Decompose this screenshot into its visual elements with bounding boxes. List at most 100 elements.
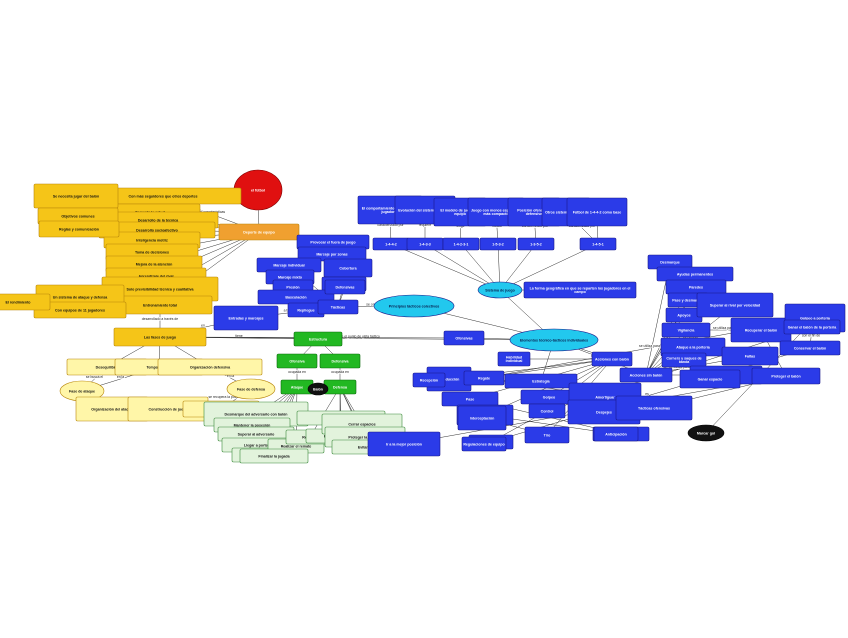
node-principios[interactable]: Principios tácticos colectivos	[373, 294, 455, 318]
node-b20[interactable]: Estrategia	[504, 373, 578, 389]
node-shape	[619, 367, 673, 383]
node-label: Faltas	[745, 354, 755, 358]
node-yl1[interactable]: Se necesita jugar del balón	[33, 183, 119, 209]
node-label: Desarrollo de la técnica	[138, 218, 179, 222]
node-estructura[interactable]: Estructura	[293, 331, 343, 347]
node-b49[interactable]: Recuperar el balón	[730, 317, 792, 343]
node-shape	[239, 448, 309, 464]
node-b37[interactable]: Acciones sin balón	[619, 367, 673, 383]
node-label: Apoyos	[677, 313, 690, 317]
node-b36[interactable]: Anticipación	[593, 426, 639, 442]
node-f2[interactable]: 1-4-3-3	[406, 237, 444, 251]
node-elementos[interactable]: Elementos técnico-tácticos individuales	[509, 328, 599, 352]
node-b46[interactable]: Faltas	[721, 346, 779, 366]
node-b30[interactable]: Recepción	[412, 372, 446, 388]
node-b43[interactable]: Vigilancia	[661, 322, 711, 338]
node-shape	[157, 358, 263, 376]
node-b28[interactable]: Tiro	[524, 426, 570, 444]
node-label: Estrategia	[532, 379, 550, 383]
node-b39[interactable]: Ayudas permanentes	[656, 266, 734, 282]
node-b7[interactable]: Fútbol de 1-4-4-2 como base	[566, 197, 628, 227]
node-f4[interactable]: 1-5-3-2	[479, 237, 517, 251]
node-label: Marcar gol	[697, 431, 715, 435]
node-shape	[524, 426, 570, 444]
node-label: 1-3-5-2	[530, 242, 542, 246]
node-shape	[696, 292, 774, 318]
link-label: en la	[227, 374, 234, 378]
node-label: Acciones sin balón	[630, 373, 663, 377]
node-balon[interactable]: Balón	[307, 382, 329, 396]
node-f6[interactable]: 1-4-5-1	[579, 237, 617, 251]
node-label: Construcción de juego	[149, 407, 189, 411]
node-label: Repliegue	[297, 308, 314, 312]
node-label: Elementos técnico-tácticos individuales	[520, 338, 588, 342]
node-defensa_g[interactable]: Defensa	[323, 379, 357, 395]
node-label: Proteger el balón	[771, 374, 800, 378]
node-tacticas[interactable]: Tácticas	[317, 299, 359, 315]
node-shape	[373, 294, 455, 318]
node-defensivas[interactable]: Defensivas	[324, 279, 366, 295]
node-shape	[479, 237, 517, 251]
node-sistema[interactable]: Sistema de juego	[477, 281, 523, 299]
node-shape	[477, 281, 523, 299]
node-b27[interactable]: Control	[528, 403, 566, 419]
node-b42[interactable]: Apoyos	[665, 307, 703, 323]
node-fase_defensa[interactable]: Fase de defensa	[226, 378, 276, 400]
node-yl3[interactable]: Reglas y comunicación	[38, 220, 120, 238]
node-b52[interactable]: Conservar el balón	[779, 340, 841, 356]
link-sistema-f6	[499, 243, 599, 291]
node-yl6[interactable]: El rendimiento	[0, 293, 51, 311]
node-label: Organización defensiva	[190, 365, 231, 369]
node-label: 1-4-2-3-1	[454, 242, 469, 246]
node-shape	[276, 353, 318, 369]
node-b57[interactable]: Regulaciones de equipo	[461, 436, 507, 452]
node-label: Con equipos de 11 jugadores	[55, 308, 105, 312]
node-f3[interactable]: 1-4-2-3-1	[442, 237, 480, 251]
node-label: Desmarque del adversario con balón	[225, 412, 288, 416]
node-b35[interactable]: Interceptación	[457, 405, 507, 431]
node-b53[interactable]: Proteger el balón	[751, 367, 821, 385]
node-deporte[interactable]: Deporte de equipo	[218, 223, 300, 241]
link-fases-elementos	[159, 336, 555, 341]
node-b24[interactable]: Regate	[463, 370, 505, 386]
node-p3[interactable]: Organización defensiva	[157, 358, 263, 376]
node-b40[interactable]: Paredes	[665, 279, 727, 295]
node-fases[interactable]: Las fases de juego	[113, 327, 207, 347]
node-defensiva[interactable]: Defensiva	[319, 353, 361, 369]
node-b18[interactable]: La forma geográfica en que se reparten l…	[523, 281, 637, 299]
node-shape	[218, 223, 300, 241]
node-label: Un sistema de ataque y defensa	[53, 295, 109, 299]
node-g7[interactable]: Finalizar la jugada	[239, 448, 309, 464]
node-ofensiva[interactable]: Ofensiva	[276, 353, 318, 369]
node-f5[interactable]: 1-3-5-2	[517, 237, 555, 251]
node-shape	[497, 351, 531, 367]
node-label: Paredes	[689, 285, 703, 289]
node-marcar_gol[interactable]: Marcar gol	[687, 424, 725, 442]
node-label: Entradas y marcajes	[229, 316, 264, 320]
node-label: Evolución del sistema de juego	[398, 208, 452, 212]
node-shape	[661, 322, 711, 338]
node-b51[interactable]: Ganar el balón de la portería	[783, 319, 841, 335]
node-b48[interactable]: Superar al rival por velocidad	[696, 292, 774, 318]
node-shape	[412, 372, 446, 388]
node-b19[interactable]: Ofensivas	[443, 330, 485, 346]
link-label: desarrollado a través de	[142, 317, 178, 321]
node-label: Recepción	[420, 378, 438, 382]
node-label: Desequilibrio	[96, 365, 120, 369]
node-b55[interactable]: Tácticas ofensivas	[615, 395, 693, 421]
node-y10[interactable]: Entrenamiento total	[107, 295, 213, 315]
node-shape	[319, 353, 361, 369]
node-b13[interactable]: Cobertura	[323, 258, 373, 278]
node-b56[interactable]: Ir a la mejor posición	[367, 431, 441, 457]
node-label: Conservar el balón	[794, 346, 826, 350]
node-b26[interactable]: Pase	[441, 391, 499, 407]
node-label: Interceptación	[470, 416, 495, 420]
node-label: 1-4-3-3	[419, 242, 431, 246]
node-f1[interactable]: 1-4-4-2	[372, 237, 410, 251]
node-b17[interactable]: Entradas y marcajes	[213, 305, 279, 331]
node-b21[interactable]: Acciones con balón	[591, 351, 633, 367]
node-b54[interactable]: Ganar espacio	[679, 369, 741, 389]
